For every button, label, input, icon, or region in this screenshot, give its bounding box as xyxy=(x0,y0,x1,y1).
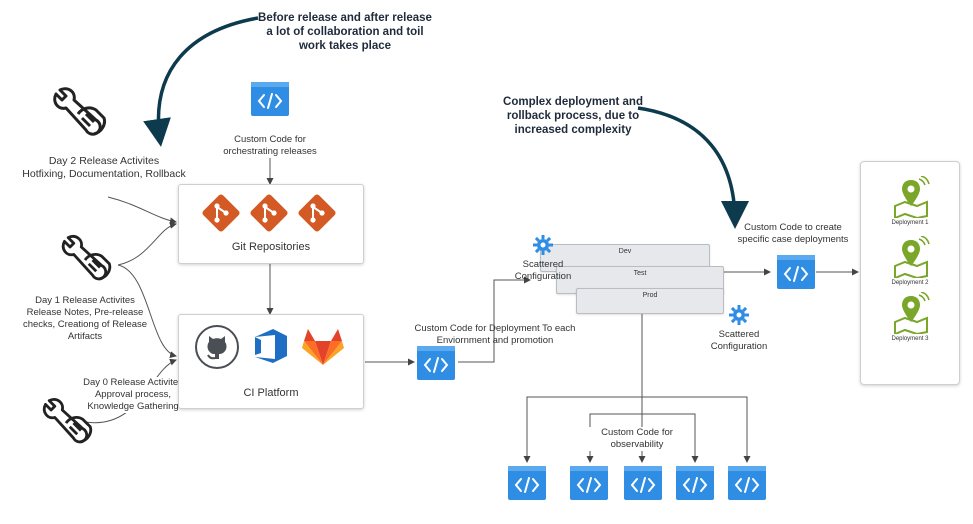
map-pin-icon xyxy=(891,235,931,283)
label-deploy-code: Custom Code for Deployment To each Envio… xyxy=(414,323,576,346)
deployment-label: Deployment 3 xyxy=(891,336,929,342)
azure-devops-icon xyxy=(251,325,291,372)
annotation-before-after: Before release and after release a lot o… xyxy=(258,12,432,52)
code-icon-observability xyxy=(728,466,766,500)
git-icon xyxy=(249,193,289,238)
git-repositories-box: Git Repositories xyxy=(178,184,364,264)
label-orchestrating: Custom Code for orchestrating releases xyxy=(223,134,317,157)
label-day1: Day 1 Release Activites Release Notes, P… xyxy=(22,295,148,342)
git-icon xyxy=(201,193,241,238)
label-day0: Day 0 Release Activites Approval process… xyxy=(70,377,196,413)
code-icon-observability xyxy=(676,466,714,500)
code-icon-observability xyxy=(624,466,662,500)
ci-platform-box: CI Platform xyxy=(178,314,364,409)
wrench-hand-icon xyxy=(48,84,108,146)
label-day2: Day 2 Release Activites Hotfixing, Docum… xyxy=(22,155,186,180)
wrench-hand-icon xyxy=(38,395,94,453)
env-prod: Prod xyxy=(576,288,724,314)
code-icon-orchestrating xyxy=(251,82,289,116)
gear-icon xyxy=(728,304,750,331)
label-scattered-right: Scattered Configuration xyxy=(710,329,768,352)
gear-icon xyxy=(532,234,554,261)
map-pin-icon xyxy=(891,175,931,223)
deployment-label: Deployment 2 xyxy=(891,280,929,286)
code-icon-deployment xyxy=(417,346,455,380)
git-repositories-title: Git Repositories xyxy=(231,241,311,253)
big-curved-arrow-left xyxy=(143,16,259,147)
big-curved-arrow-right xyxy=(637,106,749,229)
git-icon xyxy=(297,193,337,238)
label-observability: Custom Code for observability xyxy=(582,427,692,451)
ci-platform-title: CI Platform xyxy=(243,387,299,399)
code-icon-create-deployments xyxy=(776,255,815,289)
map-pin-icon xyxy=(891,291,931,339)
annotation-complex: Complex deployment and rollback process,… xyxy=(503,96,643,136)
code-icon-observability xyxy=(508,466,546,500)
deployments-panel: Deployment 1 Deployment 2 Deployment 3 xyxy=(860,161,960,385)
deployment-label: Deployment 1 xyxy=(891,220,929,226)
code-icon-observability xyxy=(570,466,608,500)
wrench-hand-icon xyxy=(56,232,114,290)
label-create-deploy: Custom Code to create specific case depl… xyxy=(737,222,849,245)
label-scattered-top: Scattered Configuration xyxy=(514,259,572,282)
github-icon xyxy=(195,325,239,374)
gitlab-icon xyxy=(301,325,345,372)
